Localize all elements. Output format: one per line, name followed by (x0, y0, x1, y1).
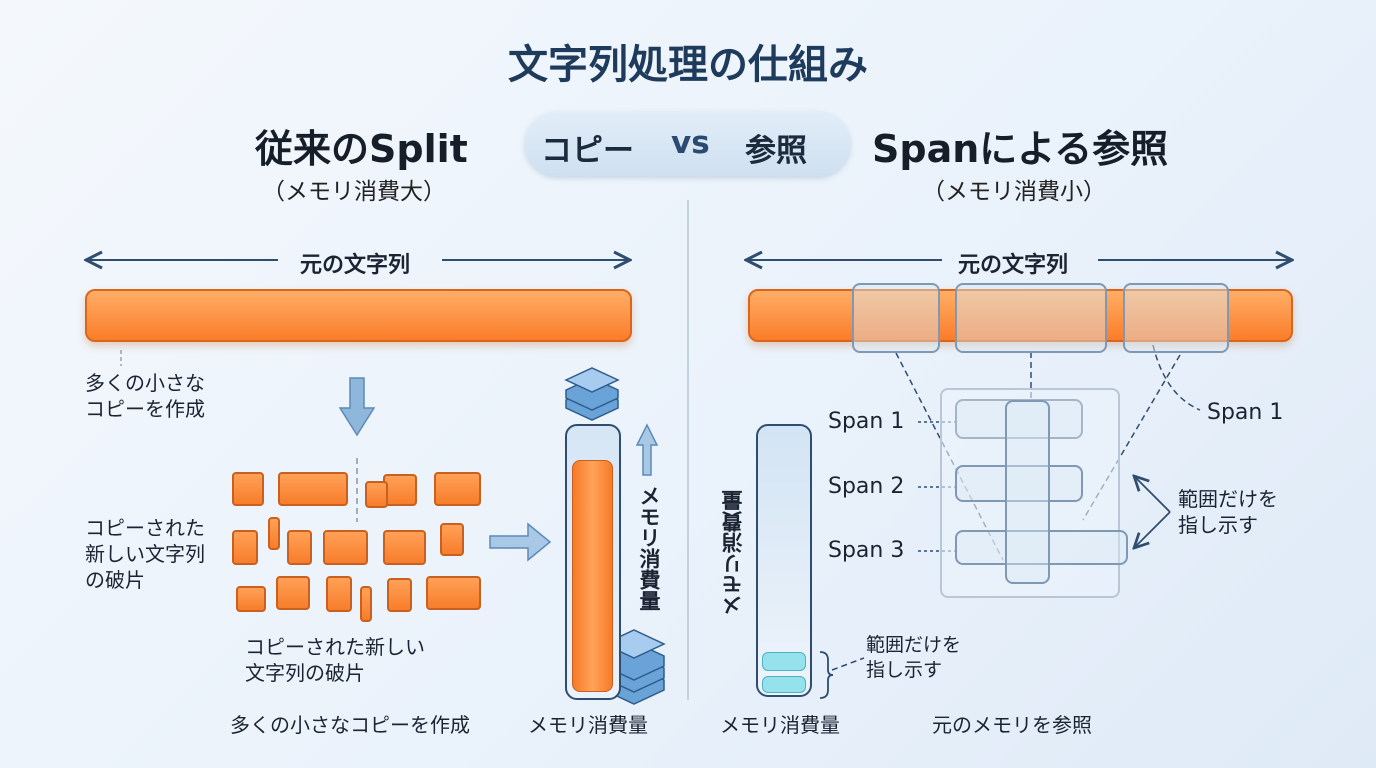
fragment (236, 586, 266, 612)
fragment (232, 530, 258, 565)
memory-fill (572, 460, 613, 692)
memory-note: 範囲だけを指し示す (866, 634, 962, 681)
memory-vertical-label-right: メモリ消費量 (721, 490, 745, 616)
footer-memory-right: メモリ消費量 (720, 713, 840, 737)
span-column (1005, 400, 1050, 584)
fragments-caption: コピーされた新しい文字列の破片 (245, 635, 425, 685)
fragment (323, 530, 368, 565)
span-window (852, 283, 940, 353)
memory-chunk (762, 652, 806, 671)
fragment (276, 576, 310, 610)
fragment (365, 481, 388, 508)
right-heading: Spanによる参照 (872, 127, 1169, 171)
compare-reference: 参照 (745, 133, 807, 169)
fragment (434, 472, 481, 506)
span-callout: Span 1 (1207, 400, 1284, 425)
fragment (232, 472, 264, 506)
footer-memory-left: メモリ消費量 (528, 713, 648, 737)
database-stack-icon (564, 367, 620, 421)
page-title: 文字列処理の仕組み (508, 42, 868, 88)
span-3-box (955, 530, 1128, 565)
range-note: 範囲だけを指し示す (1178, 487, 1278, 537)
memory-gauge-large (565, 424, 621, 700)
fragment (287, 530, 312, 565)
compare-copy: コピー (541, 133, 634, 169)
note-fragments: コピーされた新しい文字列の破片 (85, 516, 205, 592)
footer-reference: 元のメモリを参照 (932, 713, 1092, 737)
fragment (383, 474, 417, 506)
fragment (387, 578, 412, 612)
fragment (326, 576, 352, 612)
span-window (1123, 283, 1229, 353)
span-label-3: Span 3 (828, 538, 905, 563)
right-subheading: （メモリ消費小） (922, 179, 1106, 205)
brace (819, 651, 834, 699)
fragment (268, 517, 280, 550)
fragment (278, 472, 348, 506)
footer-copy: 多くの小さなコピーを作成 (230, 713, 470, 737)
span-label-1: Span 1 (828, 409, 905, 434)
original-string-bar (748, 289, 1293, 342)
memory-gauge-small (756, 424, 812, 697)
compare-pill: コピー vs 参照 (525, 112, 850, 176)
up-arrow-icon (635, 423, 659, 476)
down-arrow-icon (338, 377, 376, 437)
fragment (360, 586, 372, 622)
fragment (440, 523, 464, 556)
note-copy: 多くの小さなコピーを作成 (85, 371, 205, 421)
right-arrow-icon (489, 522, 552, 562)
span-2-box (955, 465, 1083, 502)
fragment (383, 530, 426, 565)
span-window (955, 283, 1107, 353)
span-label-2: Span 2 (828, 474, 905, 499)
fragment (426, 576, 481, 610)
memory-chunk (762, 676, 806, 693)
right-string-label: 元の文字列 (958, 253, 1069, 278)
memory-vertical-label: メモリ消費量 (637, 485, 661, 611)
left-string-label: 元の文字列 (300, 253, 411, 278)
left-subheading: （メモリ消費大） (262, 179, 446, 205)
compare-vs: vs (671, 125, 710, 161)
original-string-bar (85, 289, 632, 342)
left-heading: 従来のSplit (255, 127, 468, 171)
